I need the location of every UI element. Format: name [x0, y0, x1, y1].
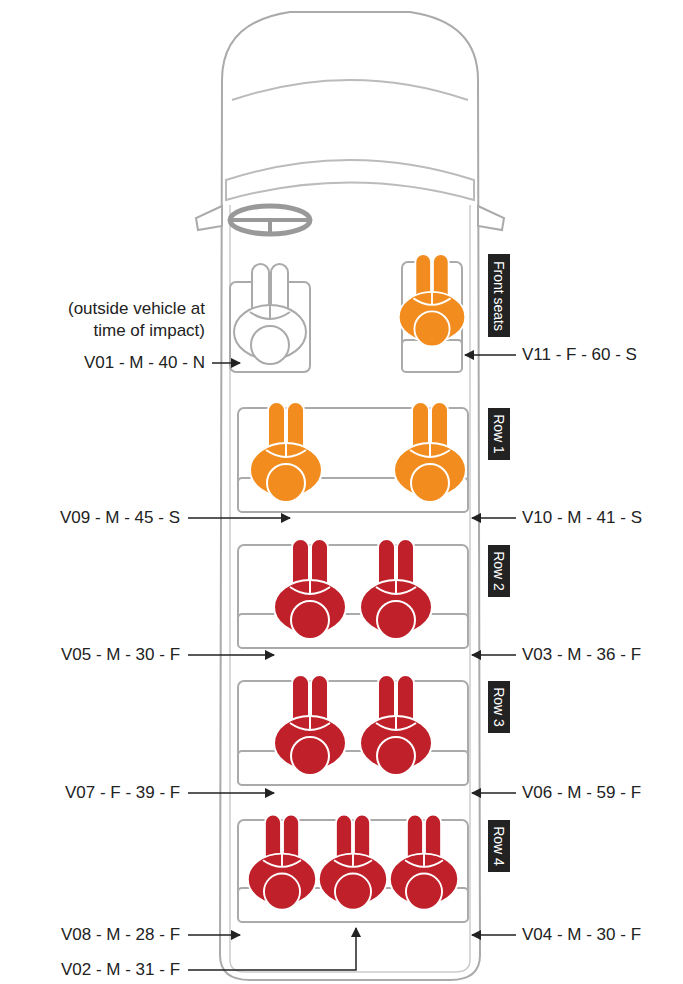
left-mirror: [196, 206, 222, 230]
leader-line: [188, 517, 290, 519]
van-hood: [232, 80, 468, 100]
leader-line: [472, 792, 516, 794]
steering-wheel: [230, 206, 310, 234]
bench-back: [238, 614, 468, 648]
right-mirror: [478, 206, 504, 230]
note-text: (outside vehicle at time of impact): [40, 298, 205, 342]
occupant-figure: [319, 815, 387, 910]
row-tag-text: Row 4: [491, 826, 507, 866]
occupant-label: V09 - M - 45 - S: [60, 507, 180, 529]
leader-line: [465, 354, 516, 356]
van-body: [220, 12, 480, 980]
bench-seat: [238, 545, 468, 648]
occupant-figure: [248, 815, 316, 910]
occupant-figure: [274, 675, 346, 775]
occupant-figure: [360, 539, 432, 639]
row-tag: Row 4: [488, 820, 510, 872]
occupant-label: V10 - M - 41 - S: [522, 507, 642, 529]
row-tag: Front seats: [488, 254, 510, 337]
leader-line: [472, 934, 516, 936]
occupant-figure: [360, 675, 432, 775]
occupant-label: V04 - M - 30 - F: [522, 924, 641, 946]
leader-line: [188, 928, 356, 970]
occupant-label: V05 - M - 30 - F: [61, 644, 180, 666]
occupant-label: V02 - M - 31 - F: [61, 959, 180, 981]
leader-line: [188, 792, 274, 794]
bench-back: [238, 751, 468, 785]
steering-column: [232, 220, 308, 234]
occupant-label: V03 - M - 36 - F: [522, 644, 641, 666]
occupant-figure: [390, 815, 458, 910]
occupant-figure: [399, 254, 466, 347]
leader-line: [472, 517, 516, 519]
occupant-label: V06 - M - 59 - F: [522, 782, 641, 804]
occupant-figure: [394, 402, 466, 502]
bench-seat: [238, 681, 468, 785]
occupant-label: V07 - F - 39 - F: [65, 782, 180, 804]
leader-line: [188, 654, 274, 656]
row-tag-text: Front seats: [491, 260, 507, 330]
row-tag: Row 1: [488, 408, 510, 460]
occupant-figure: [274, 539, 346, 639]
occupant-figure: [250, 402, 322, 502]
row-tag-text: Row 3: [491, 687, 507, 727]
row-tag-text: Row 1: [491, 414, 507, 454]
windshield: [226, 160, 474, 200]
leader-lines: [188, 355, 516, 970]
cabin-outline: [230, 205, 470, 972]
row-tag: Row 3: [488, 681, 510, 733]
occupant-label: V01 - M - 40 - N: [84, 352, 205, 374]
driver-figure: [234, 264, 306, 364]
leader-line: [212, 362, 240, 364]
row-tag-text: Row 2: [491, 551, 507, 591]
leader-line: [472, 654, 516, 656]
occupant-label: V08 - M - 28 - F: [61, 924, 180, 946]
occupant-label: V11 - F - 60 - S: [522, 344, 637, 366]
row-tag: Row 2: [488, 545, 510, 597]
leader-line: [188, 934, 240, 936]
